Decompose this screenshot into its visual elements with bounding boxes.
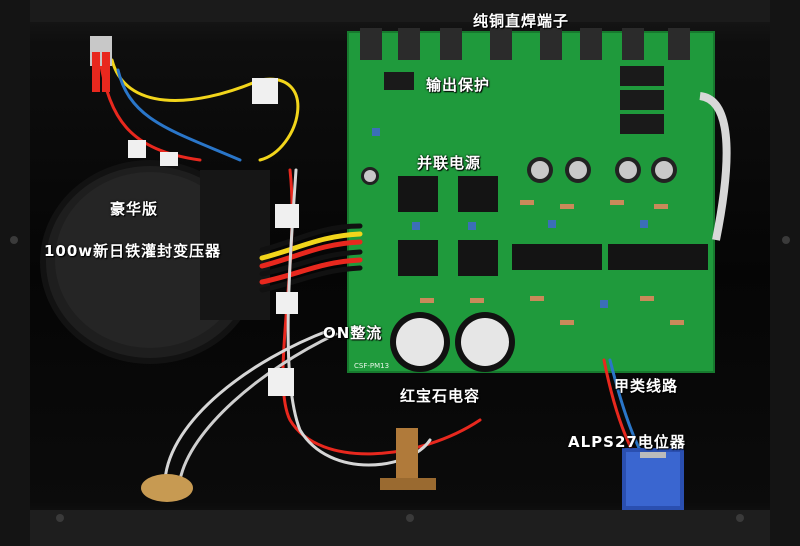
chassis-screw <box>782 236 790 244</box>
chassis-screw <box>56 514 64 522</box>
chassis-screw <box>406 514 414 522</box>
alps-potentiometer <box>622 448 684 510</box>
cable-tie-mounts <box>128 78 299 396</box>
label-capacitor: 红宝石电容 <box>400 387 481 405</box>
small-capacitors <box>361 157 677 185</box>
chassis-screw <box>10 236 18 244</box>
trim-components <box>372 128 648 308</box>
label-potentiometer: ALPS27电位器 <box>568 433 686 451</box>
chassis-top-rail <box>0 0 800 22</box>
label-rectifier: ON整流 <box>323 324 383 342</box>
transformer-wires <box>259 223 363 293</box>
mains-connector <box>90 36 112 92</box>
pcb-silkscreen: CSF-PM13 <box>354 362 389 370</box>
ribbon-cable <box>699 92 731 241</box>
label-class-a: 甲类线路 <box>614 377 679 395</box>
label-copper-terminals: 纯铜直焊端子 <box>473 12 570 30</box>
power-socket-terminal <box>141 474 193 502</box>
amplifier-pcb: CSF-PM13 <box>347 28 715 373</box>
chassis-left-wall <box>0 0 30 546</box>
label-output-protection: 输出保护 <box>426 76 491 94</box>
copper-terminal-row <box>360 28 690 60</box>
protection-relays <box>384 66 664 134</box>
power-switch <box>380 428 436 490</box>
toroidal-transformer <box>40 160 270 364</box>
resistors <box>420 200 684 325</box>
filter-capacitors <box>390 312 515 372</box>
heatsinks <box>398 176 708 276</box>
chassis-screw <box>736 514 744 522</box>
label-shunt-power: 并联电源 <box>417 154 482 172</box>
label-transformer: 100w新日铁灌封变压器 <box>44 242 222 260</box>
label-deluxe: 豪华版 <box>110 200 159 218</box>
chassis-right-wall <box>770 0 800 546</box>
chassis-front-panel <box>0 510 800 546</box>
